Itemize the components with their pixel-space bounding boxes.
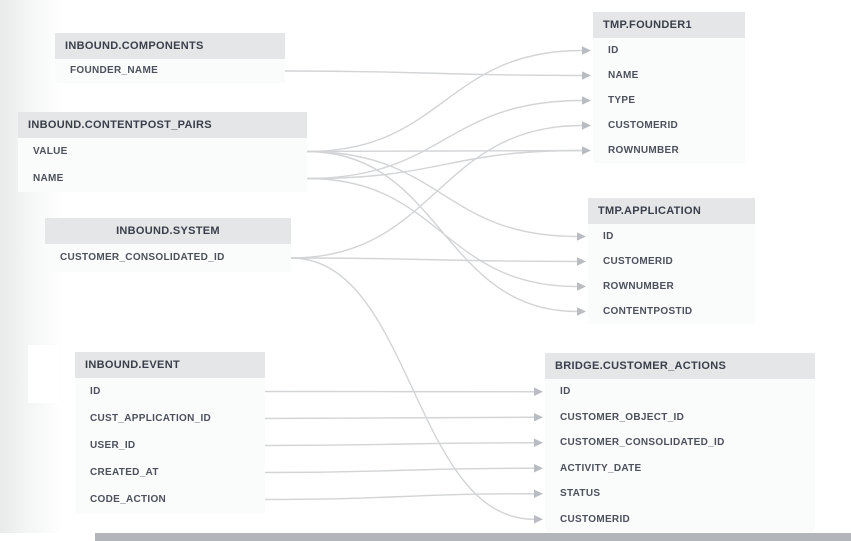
table-header-contentpost_pairs[interactable]: INBOUND.CONTENTPOST_PAIRS	[18, 112, 307, 138]
field-contentpost_pairs-name[interactable]: NAME	[33, 173, 64, 184]
arrowhead-icon-founder1.NAME	[582, 71, 591, 80]
field-event-created_at[interactable]: CREATED_AT	[90, 467, 159, 478]
arrowhead-icon-application.ROWNUMBER	[577, 282, 586, 291]
edge-contentpost_pairs.NAME-to-founder1.TYPE	[306, 99, 583, 180]
table-body: FOUNDER_NAME	[55, 59, 285, 83]
table-body: VALUE NAME	[18, 138, 307, 192]
field-event-user_id[interactable]: USER_ID	[90, 440, 136, 451]
arrowhead-icon-application.CUSTOMERID	[577, 257, 586, 266]
table-body: ID NAME TYPE CUSTOMERID ROWNUMBER	[593, 38, 745, 163]
table-body: ID CUSTOMERID ROWNUMBER CONTENTPOSTID	[588, 224, 755, 324]
edge-event.CREATED_AT-to-bridge.ACTIVITY_DATE	[264, 467, 535, 474]
field-event-id[interactable]: ID	[90, 386, 101, 397]
field-bridge-status[interactable]: STATUS	[560, 488, 601, 499]
table-header-application[interactable]: TMP.APPLICATION	[588, 198, 755, 224]
table-body: CUSTOMER_CONSOLIDATED_ID	[45, 244, 291, 272]
table-system[interactable]: INBOUND.SYSTEM CUSTOMER_CONSOLIDATED_ID	[45, 218, 291, 272]
field-application-rownumber[interactable]: ROWNUMBER	[603, 281, 675, 292]
canvas-white-patch	[28, 345, 58, 403]
field-bridge-customerid[interactable]: CUSTOMERID	[560, 513, 631, 525]
edge-contentpost_pairs.VALUE-to-application.ID	[306, 150, 578, 238]
edge-event.CUST_APPLICATION_ID-to-bridge.CUSTOMER_OBJECT_ID	[264, 416, 535, 420]
edge-components.FOUNDER_NAME-to-founder1.NAME	[284, 70, 583, 77]
field-application-customerid[interactable]: CUSTOMERID	[603, 256, 674, 267]
table-application[interactable]: TMP.APPLICATION ID CUSTOMERID ROWNUMBER CONT…	[588, 198, 755, 324]
edge-contentpost_pairs.NAME-to-founder1.ROWNUMBER	[306, 149, 583, 180]
field-bridge-activity_date[interactable]: ACTIVITY_DATE	[560, 462, 642, 474]
field-bridge-customer_object_id[interactable]: CUSTOMER_OBJECT_ID	[560, 411, 685, 423]
table-header-bridge[interactable]: BRIDGE.CUSTOMER_ACTIONS	[545, 353, 815, 379]
edge-contentpost_pairs.VALUE-to-application.CONTENTPOSTID	[306, 150, 578, 313]
table-components[interactable]: INBOUND.COMPONENTS FOUNDER_NAME	[55, 33, 285, 83]
field-system-customer_consolidated_id[interactable]: CUSTOMER_CONSOLIDATED_ID	[60, 252, 225, 263]
arrowhead-icon-bridge.STATUS	[534, 489, 543, 498]
table-body: ID CUSTOMER_OBJECT_ID CUSTOMER_CONSOLIDATE…	[545, 379, 815, 532]
field-event-cust_application_id[interactable]: CUST_APPLICATION_ID	[90, 413, 212, 424]
arrowhead-icon-founder1.ROWNUMBER	[582, 146, 591, 155]
field-application-contentpostid[interactable]: CONTENTPOSTID	[603, 306, 693, 317]
horizontal-scrollbar[interactable]	[95, 533, 851, 541]
field-founder1-name[interactable]: NAME	[608, 70, 639, 81]
edge-contentpost_pairs.VALUE-to-founder1.ROWNUMBER	[306, 149, 583, 153]
field-event-code_action[interactable]: CODE_ACTION	[90, 494, 167, 505]
field-founder1-rownumber[interactable]: ROWNUMBER	[608, 145, 680, 156]
edge-contentpost_pairs.VALUE-to-founder1.ID	[306, 49, 583, 153]
table-header-system[interactable]: INBOUND.SYSTEM	[45, 218, 291, 244]
arrowhead-icon-bridge.CUSTOMER_CONSOLIDATED_ID	[534, 438, 543, 447]
edge-system.CUSTOMER_CONSOLIDATED_ID-to-founder1.CUSTOMERID	[290, 124, 583, 259]
field-founder1-customerid[interactable]: CUSTOMERID	[608, 120, 679, 131]
field-application-id[interactable]: ID	[603, 231, 614, 242]
table-event[interactable]: INBOUND.EVENT ID CUST_APPLICATION_ID USER_I…	[75, 352, 265, 513]
arrowhead-icon-bridge.ACTIVITY_DATE	[534, 464, 543, 473]
arrowhead-icon-application.ID	[577, 232, 586, 241]
edge-system.CUSTOMER_CONSOLIDATED_ID-to-application.CUSTOMERID	[290, 257, 578, 263]
field-bridge-customer_consolidated_id[interactable]: CUSTOMER_CONSOLIDATED_ID	[560, 437, 725, 448]
field-contentpost_pairs-value[interactable]: VALUE	[33, 146, 68, 157]
table-contentpost_pairs[interactable]: INBOUND.CONTENTPOST_PAIRS VALUE NAME	[18, 112, 307, 192]
field-founder1-type[interactable]: TYPE	[608, 95, 636, 106]
field-bridge-id[interactable]: ID	[560, 386, 571, 397]
field-founder1-id[interactable]: ID	[608, 45, 619, 56]
field-components-founder_name[interactable]: FOUNDER_NAME	[70, 65, 159, 76]
edge-event.CODE_ACTION-to-bridge.STATUS	[264, 493, 535, 501]
table-header-components[interactable]: INBOUND.COMPONENTS	[55, 33, 285, 59]
arrowhead-icon-founder1.CUSTOMERID	[582, 121, 591, 130]
arrowhead-icon-application.CONTENTPOSTID	[577, 307, 586, 316]
table-header-event[interactable]: INBOUND.EVENT	[75, 352, 265, 378]
table-header-founder1[interactable]: TMP.FOUNDER1	[593, 12, 745, 38]
arrowhead-icon-bridge.CUSTOMERID	[534, 515, 543, 524]
arrowhead-icon-bridge.ID	[534, 387, 543, 396]
arrowhead-icon-bridge.CUSTOMER_OBJECT_ID	[534, 413, 543, 422]
table-body: ID CUST_APPLICATION_ID USER_ID CREATED_AT CO…	[75, 378, 265, 513]
arrowhead-icon-founder1.ID	[582, 46, 591, 55]
edge-system.CUSTOMER_CONSOLIDATED_ID-to-bridge.CUSTOMERID	[290, 257, 535, 520]
arrowhead-icon-founder1.TYPE	[582, 96, 591, 105]
table-bridge[interactable]: BRIDGE.CUSTOMER_ACTIONS ID CUSTOMER_OBJECT…	[545, 353, 815, 532]
edge-event.USER_ID-to-bridge.CUSTOMER_CONSOLIDATED_ID	[264, 442, 535, 447]
